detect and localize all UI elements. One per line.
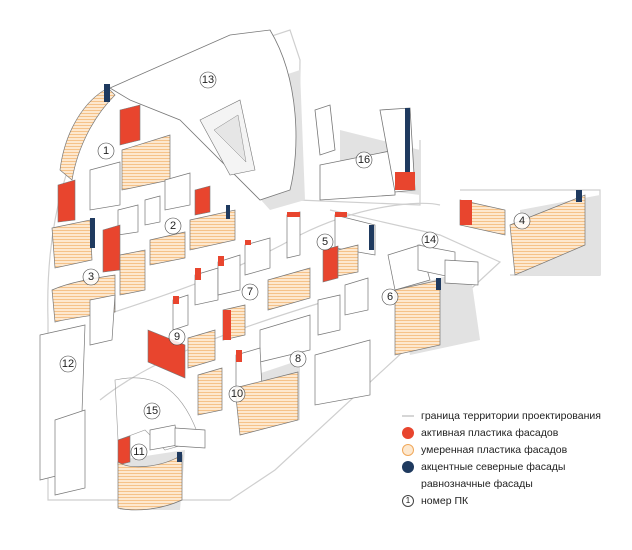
pk-marker-14: 14 [421, 231, 439, 249]
building-block-11 [117, 435, 183, 511]
building-block-13 [109, 29, 297, 201]
legend-label-active: активная пластика фасадов [421, 426, 559, 439]
building-block-8 [259, 294, 371, 406]
pk-marker-1: 1 [97, 142, 115, 160]
pk-number-12: 12 [62, 358, 74, 370]
pk-number-13: 13 [202, 74, 214, 86]
legend-item-boundary: граница территории проектирования [402, 407, 627, 424]
building-block-4 [459, 190, 586, 276]
legend-label-moderate: умеренная пластика фасадов [421, 443, 568, 456]
pk-marker-15: 15 [143, 402, 161, 420]
legend-label-north: акцентные северные фасады [421, 460, 566, 473]
pk-number-10: 10 [231, 388, 243, 400]
red-dot-icon [402, 426, 414, 439]
boundary-line-icon [402, 414, 414, 417]
pk-number-3: 3 [88, 271, 94, 283]
legend-label-boundary: граница территории проектирования [421, 409, 601, 422]
pk-marker-2: 2 [164, 217, 182, 235]
legend-label-pk: номер ПК [421, 494, 469, 507]
navy-dot-icon [402, 460, 414, 473]
pk-marker-16: 16 [355, 151, 373, 169]
pk-marker-12: 12 [59, 355, 77, 373]
numbered-circle-icon: 1 [402, 494, 414, 507]
pk-marker-7: 7 [241, 283, 259, 301]
building-block-6 [344, 277, 441, 356]
pk-marker-11: 11 [130, 443, 148, 461]
pk-number-markers: 1 2 3 4 5 6 7 8 9 10 11 12 13 14 15 16 [59, 71, 531, 461]
building-block-7 [194, 254, 311, 341]
pk-number-15: 15 [146, 405, 158, 417]
pk-marker-10: 10 [228, 385, 246, 403]
pk-number-7: 7 [247, 286, 253, 298]
building-block-14 [387, 244, 479, 291]
pk-marker-6: 6 [381, 288, 399, 306]
legend-item-equal: равнозначные фасады [402, 475, 627, 492]
pk-marker-5: 5 [316, 233, 334, 251]
pk-number-11: 11 [133, 446, 144, 458]
pk-number-4: 4 [519, 215, 525, 227]
pk-number-1: 1 [103, 145, 109, 157]
pk-marker-4: 4 [513, 212, 531, 230]
legend-item-active: активная пластика фасадов [402, 424, 627, 441]
legend-item-moderate: умеренная пластика фасадов [402, 441, 627, 458]
building-block-16 [314, 104, 416, 201]
legend-item-north: акцентные северные фасады [402, 458, 627, 475]
building-block-10 [197, 347, 299, 436]
pk-number-14: 14 [424, 234, 436, 246]
building-block-12 [39, 294, 116, 496]
pk-number-8: 8 [295, 353, 301, 365]
pk-marker-3: 3 [82, 268, 100, 286]
pk-number-5: 5 [322, 236, 328, 248]
building-block-15 [114, 377, 206, 451]
building-block-5 [244, 211, 376, 283]
legend-blank-swatch [402, 478, 414, 490]
building-block-1 [57, 84, 171, 223]
pk-number-6: 6 [387, 291, 393, 303]
pk-marker-8: 8 [289, 350, 307, 368]
pk-number-2: 2 [170, 220, 176, 232]
building-block-2 [117, 172, 236, 266]
pk-number-9: 9 [174, 331, 180, 343]
orange-dot-icon [402, 443, 414, 456]
pk-marker-13: 13 [199, 71, 217, 89]
legend-item-pk: 1 номер ПК [402, 492, 627, 509]
pk-marker-9: 9 [168, 328, 186, 346]
map-legend: граница территории проектирования активн… [402, 407, 627, 509]
pk-number-16: 16 [358, 154, 370, 166]
legend-label-equal: равнозначные фасады [421, 477, 533, 490]
